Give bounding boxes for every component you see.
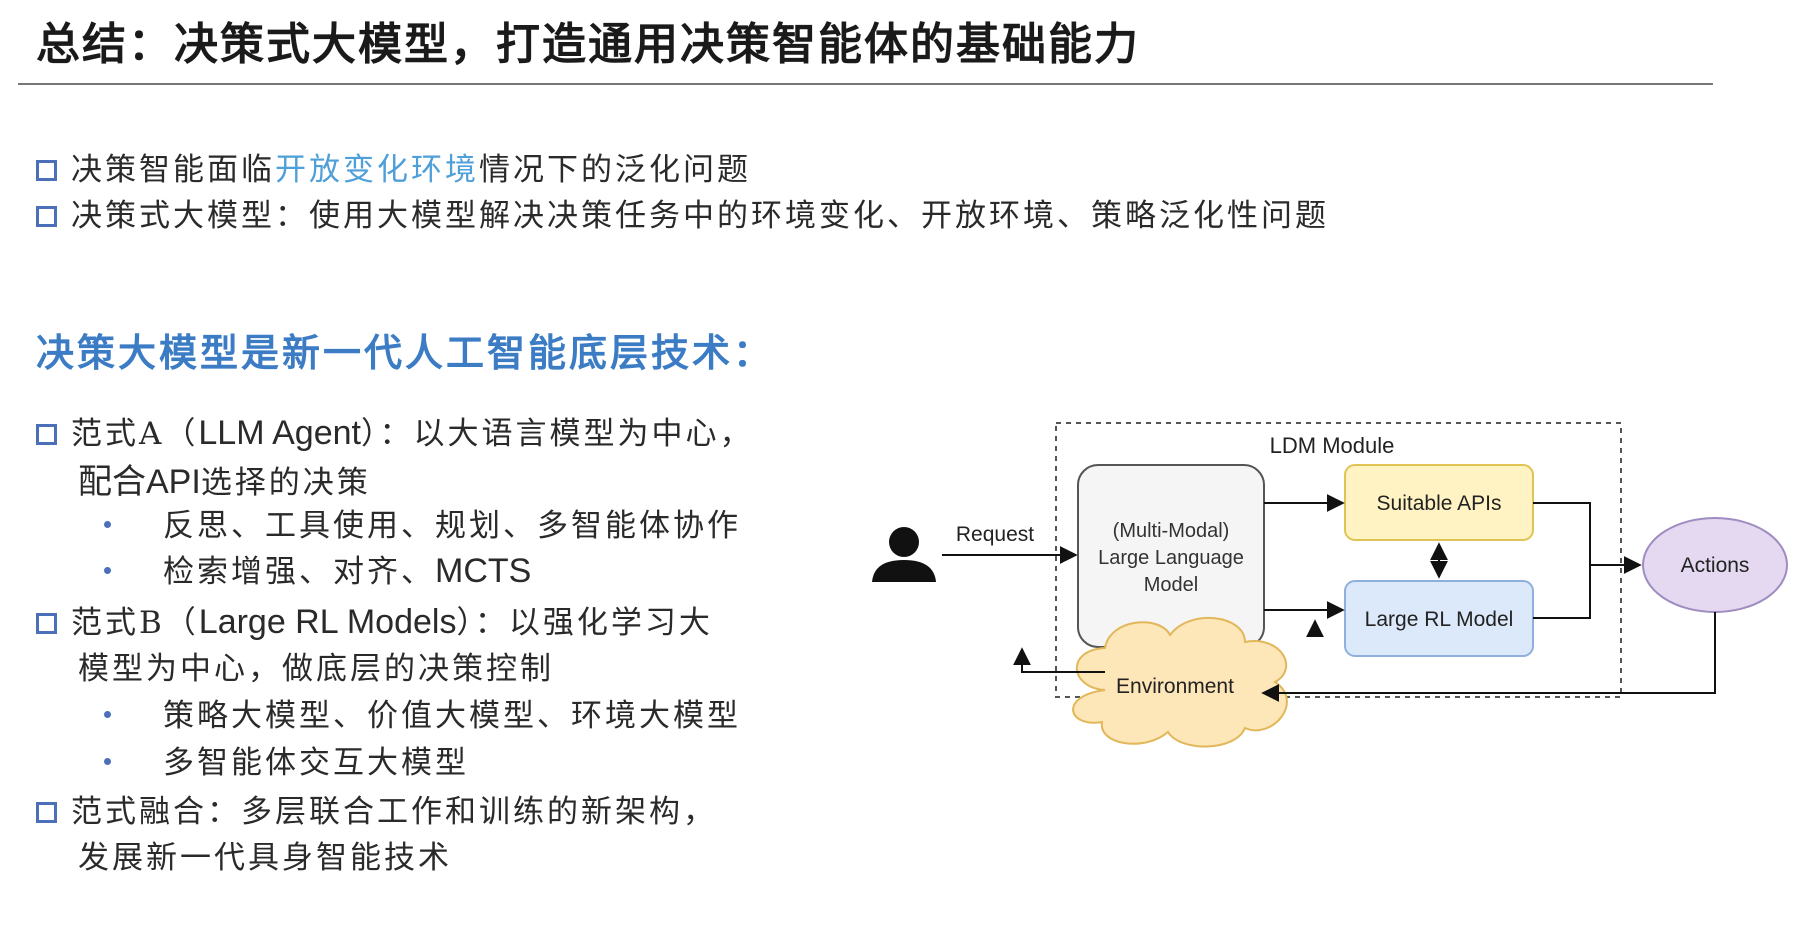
paradigm-b-post: ）：以强化学习大 — [456, 605, 713, 641]
paradigm-a-sub-2: 检索增强、对齐、MCTS — [104, 546, 531, 591]
intro-1-pre: 决策智能面临 — [71, 152, 275, 188]
llm-label-line-1: (Multi-Modal) — [1113, 520, 1230, 542]
section-heading: 决策大模型是新一代人工智能底层技术： — [36, 330, 775, 375]
environment-label: Environment — [1116, 675, 1234, 698]
actions-label: Actions — [1681, 554, 1750, 577]
intro-bullet-1: 决策智能面临开放变化环境情况下的泛化问题 — [36, 144, 751, 189]
request-label: Request — [956, 523, 1034, 546]
intro-2-text: 决策式大模型：使用大模型解决决策任务中的环境变化、开放环境、策略泛化性问题 — [71, 198, 1329, 234]
square-bullet-icon — [36, 160, 57, 181]
llm-label-line-3: Model — [1144, 574, 1198, 596]
paradigm-fusion-cont-text: 发展新一代具身智能技术 — [78, 840, 452, 876]
square-bullet-icon — [36, 802, 57, 823]
dot-bullet-icon — [104, 521, 111, 528]
paradigm-a-pre: 范式A（ — [71, 416, 199, 452]
title-divider — [18, 83, 1713, 85]
paradigm-a-sub-2-latin: MCTS — [435, 552, 532, 590]
ldm-architecture-diagram: LDM Module Request (Multi-Modal) Large L… — [872, 422, 1788, 748]
paradigm-b-sub-2: 多智能体交互大模型 — [104, 737, 469, 782]
paradigm-a-post: ）：以大语言模型为中心， — [360, 416, 754, 452]
page-title: 总结：决策式大模型，打造通用决策智能体的基础能力 — [36, 19, 1140, 70]
paradigm-fusion: 范式融合：多层联合工作和训练的新架构， — [36, 786, 717, 831]
dot-bullet-icon — [104, 758, 111, 765]
paradigm-a-cont-text: 选择的决策 — [200, 465, 371, 501]
paradigm-a-latin: LLM Agent — [198, 414, 361, 452]
dot-bullet-icon — [104, 567, 111, 574]
actions-to-environment-arrow — [1261, 612, 1716, 702]
square-bullet-icon — [36, 206, 57, 227]
square-bullet-icon — [36, 424, 57, 445]
paradigm-b-sub-1-text: 策略大模型、价值大模型、环境大模型 — [163, 698, 741, 734]
paradigm-b-latin: Large RL Models — [198, 603, 457, 641]
intro-1-highlight: 开放变化环境 — [275, 152, 479, 188]
llm-label-line-2: Large Language — [1098, 547, 1244, 569]
paradigm-a: 范式A（LLM Agent）：以大语言模型为中心， — [36, 408, 753, 453]
environment-node — [1072, 616, 1288, 748]
user-icon — [872, 527, 936, 582]
environment-to-llm-arrow — [1013, 647, 1105, 673]
paradigm-b: 范式B（Large RL Models）：以强化学习大 — [36, 597, 713, 642]
paradigm-a-sub-1-text: 反思、工具使用、规划、多智能体协作 — [163, 508, 741, 544]
dot-bullet-icon — [104, 711, 111, 718]
paradigm-b-pre: 范式B（ — [71, 605, 199, 641]
paradigm-b-cont: 模型为中心，做底层的决策控制 — [78, 643, 554, 688]
suitable-apis-label: Suitable APIs — [1377, 492, 1502, 515]
paradigm-fusion-text: 范式融合：多层联合工作和训练的新架构， — [71, 794, 717, 830]
outputs-merge-connector — [1533, 502, 1591, 619]
intro-1-post: 情况下的泛化问题 — [479, 152, 751, 188]
large-rl-model-label: Large RL Model — [1365, 608, 1514, 631]
ldm-module-label: LDM Module — [1270, 433, 1395, 458]
paradigm-fusion-cont: 发展新一代具身智能技术 — [78, 832, 452, 877]
paradigm-a-sub-2-text: 检索增强、对齐、 — [163, 554, 435, 590]
paradigm-b-sub-2-text: 多智能体交互大模型 — [163, 745, 469, 781]
paradigm-a-cont-latin: 配合API — [78, 463, 201, 501]
square-bullet-icon — [36, 613, 57, 634]
intro-bullet-2: 决策式大模型：使用大模型解决决策任务中的环境变化、开放环境、策略泛化性问题 — [36, 190, 1329, 235]
paradigm-b-sub-1: 策略大模型、价值大模型、环境大模型 — [104, 690, 741, 735]
paradigm-a-cont: 配合API选择的决策 — [78, 454, 371, 503]
ldm-module-boundary — [1055, 422, 1622, 698]
paradigm-b-cont-text: 模型为中心，做底层的决策控制 — [78, 651, 554, 687]
paradigm-a-sub-1: 反思、工具使用、规划、多智能体协作 — [104, 500, 741, 545]
